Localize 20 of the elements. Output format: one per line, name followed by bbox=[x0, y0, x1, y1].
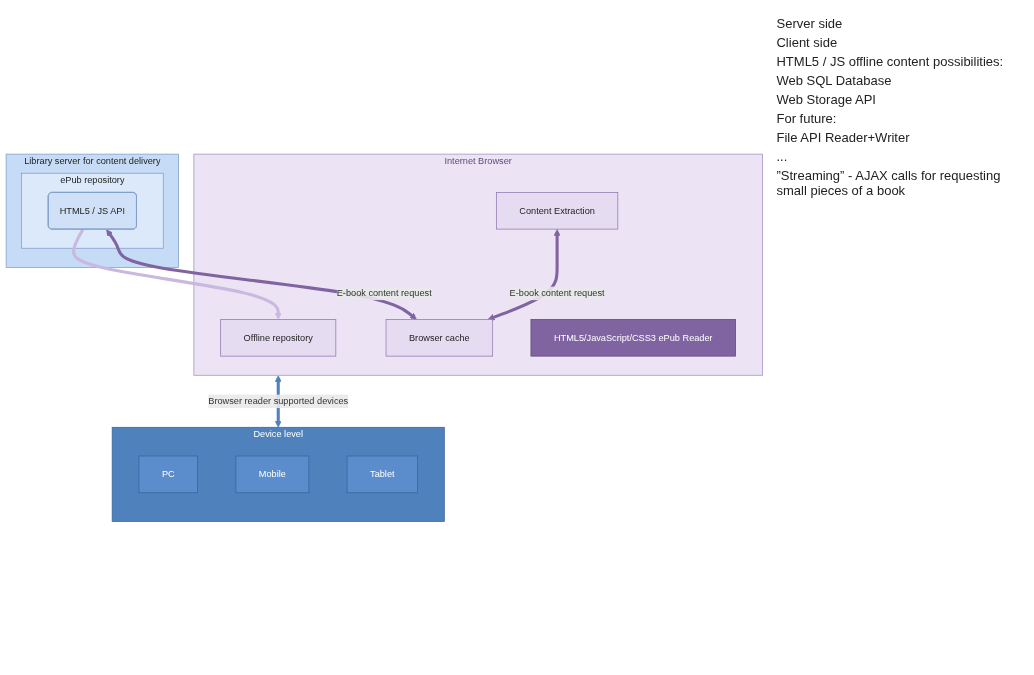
note-text: File API Reader+Writer bbox=[776, 130, 911, 145]
note-text: Web Storage API bbox=[776, 92, 877, 107]
edge-label: E-book content request bbox=[336, 287, 432, 299]
note-text: Client side bbox=[776, 35, 839, 50]
note-text: For future: bbox=[776, 111, 838, 126]
node-box: Content Extraction bbox=[496, 191, 619, 230]
note-text: Web SQL Database bbox=[776, 73, 893, 88]
node-box: HTML5/JavaScript/CSS3 ePub Reader bbox=[530, 318, 736, 357]
node-box: Mobile bbox=[235, 455, 310, 493]
note-text: HTML5 / JS offline content possibilities: bbox=[776, 54, 1005, 69]
node-box: Browser cache bbox=[385, 318, 494, 357]
note-text: ”Streaming” - AJAX calls for requesting small pieces of a book bbox=[776, 168, 1002, 198]
arrow bbox=[71, 228, 282, 320]
note-text: Server side bbox=[776, 16, 844, 31]
edge-label: Browser reader supported devices bbox=[208, 395, 349, 407]
note-text: ... bbox=[776, 149, 789, 164]
node-box: Offline repository bbox=[220, 318, 337, 357]
node-box: Tablet bbox=[346, 455, 418, 493]
edge-label: E-book content request bbox=[509, 287, 605, 299]
node-box: PC bbox=[138, 455, 198, 493]
